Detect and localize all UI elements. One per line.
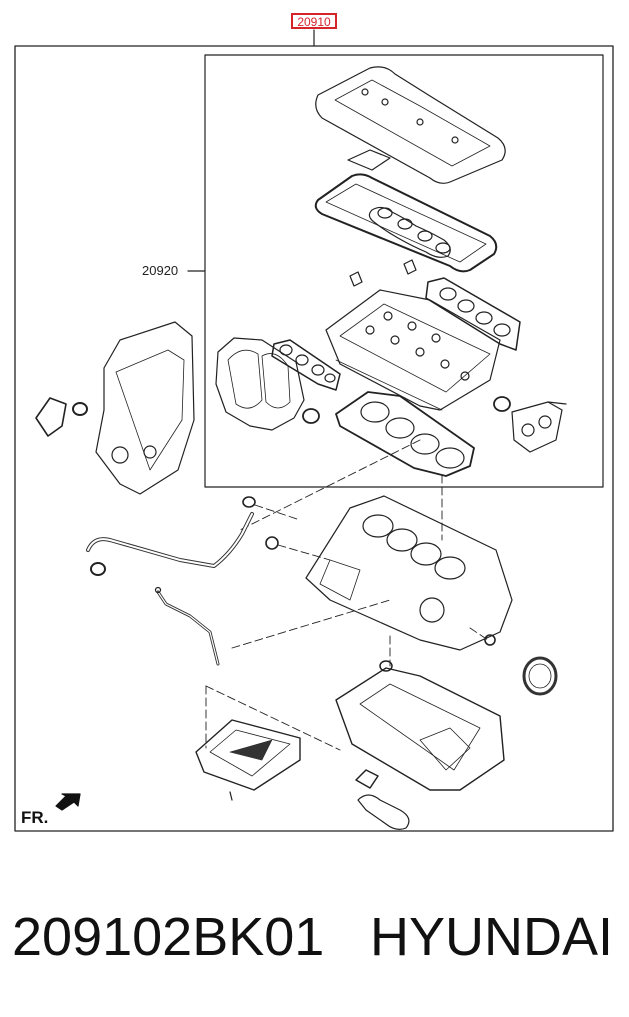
front-crank-seal bbox=[72, 402, 88, 416]
pcv-hose bbox=[86, 512, 254, 576]
spark-plug-seals bbox=[368, 206, 451, 258]
oil-strainer bbox=[357, 794, 410, 830]
valve-seal-right bbox=[403, 259, 417, 275]
cylinder-head-gasket bbox=[335, 391, 475, 477]
part-number: 209102BK01 bbox=[12, 907, 325, 967]
assembly-leaders bbox=[205, 439, 489, 751]
head-set-frame bbox=[204, 54, 604, 488]
oil-strainer-gasket bbox=[355, 769, 379, 789]
breather-gasket bbox=[347, 149, 391, 171]
cylinder-head bbox=[325, 289, 501, 411]
timing-chain-cover bbox=[95, 321, 195, 495]
block-seal-o-ring bbox=[265, 536, 279, 550]
rear-main-seal bbox=[522, 656, 558, 696]
throttle-o-ring bbox=[302, 408, 320, 424]
exhaust-manifold-gasket bbox=[425, 277, 521, 351]
kit-callout-number[interactable]: 20910 bbox=[291, 13, 337, 29]
valve-seal-left bbox=[349, 271, 363, 287]
intake-manifold-gasket bbox=[271, 339, 341, 391]
thermostat-housing bbox=[511, 401, 567, 453]
brand-name: HYUNDAI bbox=[370, 907, 614, 967]
oil-pan-upper bbox=[335, 660, 505, 791]
oil-pan-seal bbox=[484, 634, 496, 646]
oil-pan bbox=[195, 719, 301, 801]
front-direction-label: FR. bbox=[21, 808, 49, 827]
exploded-parts-diagram bbox=[14, 29, 614, 832]
head-cover-gasket bbox=[314, 173, 498, 273]
intake-manifold bbox=[215, 337, 305, 431]
front-arrow-icon bbox=[55, 793, 81, 811]
kit-frame bbox=[14, 45, 614, 832]
cylinder-block bbox=[305, 495, 513, 651]
head-set-callout-number[interactable]: 20920 bbox=[142, 263, 179, 278]
block-seal-small bbox=[242, 496, 256, 508]
water-pump-gasket bbox=[35, 397, 67, 437]
cylinder-head-cover bbox=[315, 66, 506, 184]
thermostat-o-ring bbox=[493, 396, 511, 412]
oil-dipstick bbox=[154, 586, 220, 666]
